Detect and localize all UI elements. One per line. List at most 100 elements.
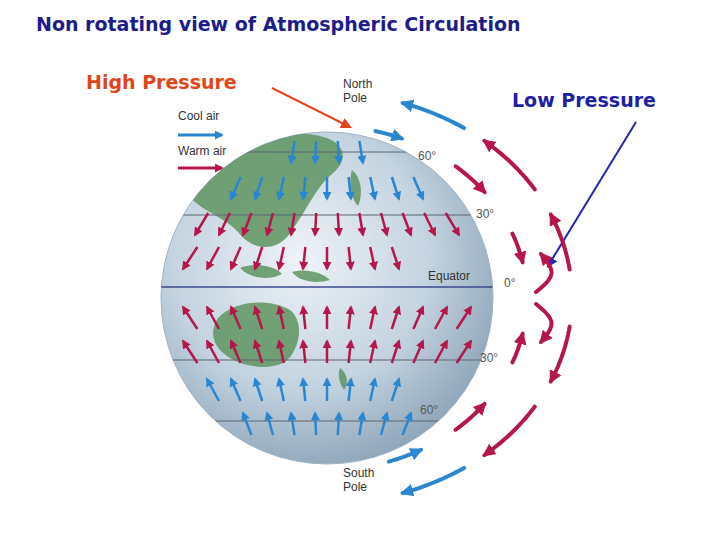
surface-wind-arrows — [183, 141, 471, 435]
wind-arrow — [315, 141, 316, 163]
latitude-label: 0° — [504, 277, 515, 291]
wind-arrow — [231, 177, 241, 199]
circulation-arrow — [403, 468, 464, 493]
circulation-arrow — [512, 334, 522, 363]
wind-arrow — [413, 341, 423, 363]
wind-arrow — [207, 379, 219, 401]
legend-arrow — [178, 167, 222, 170]
wind-arrow — [392, 341, 399, 363]
wind-arrow — [359, 141, 363, 163]
wind-arrow — [183, 307, 197, 329]
wind-arrow — [326, 341, 329, 363]
wind-arrow — [403, 213, 411, 235]
wind-arrow — [349, 177, 351, 199]
wind-arrow — [359, 413, 363, 435]
wind-arrow — [370, 341, 375, 363]
australia-land — [213, 302, 299, 367]
wind-arrow — [303, 341, 305, 363]
wind-arrow — [392, 307, 399, 329]
wind-arrow — [255, 177, 262, 199]
latitude-line — [150, 360, 510, 361]
wind-arrow — [267, 413, 273, 435]
equator-line — [150, 286, 510, 288]
latitude-line — [150, 421, 510, 422]
latitude-label: 30° — [480, 352, 498, 366]
wind-arrow — [279, 379, 284, 401]
circulation-arrow — [512, 234, 522, 263]
wind-arrow — [349, 307, 351, 329]
wind-arrow — [207, 247, 219, 269]
leader-line — [272, 88, 350, 127]
wind-arrow — [231, 247, 241, 269]
latitude-label: 60° — [420, 404, 438, 418]
wind-arrow — [370, 379, 375, 401]
circulation-arrow — [484, 141, 534, 189]
wind-arrow — [303, 307, 305, 329]
wind-arrow — [195, 213, 208, 235]
wind-arrow — [413, 177, 423, 199]
circulation-arrow — [456, 166, 485, 192]
latitude-label: 60° — [418, 150, 436, 164]
wind-arrow — [381, 213, 387, 235]
circulation-arrow — [389, 450, 421, 462]
wind-arrow — [219, 213, 230, 235]
circulation-arrow — [456, 404, 485, 430]
wind-arrow — [243, 213, 251, 235]
wind-arrow — [338, 213, 339, 235]
island-land — [240, 265, 282, 278]
wind-arrow — [267, 213, 273, 235]
wind-arrow — [207, 307, 219, 329]
wind-arrow — [370, 177, 375, 199]
wind-arrow — [303, 379, 305, 401]
circulation-arrow — [484, 407, 534, 455]
circulation-arrow — [536, 254, 552, 292]
circulation-arrow — [375, 131, 402, 138]
wind-arrow — [424, 213, 435, 235]
latitude-line — [150, 215, 510, 216]
wind-arrow — [326, 177, 329, 199]
circulation-arrow — [536, 304, 552, 342]
wind-arrow — [279, 307, 284, 329]
legend-label: Cool air — [178, 110, 219, 124]
wind-arrow — [291, 213, 295, 235]
wind-arrow — [231, 341, 241, 363]
asia-land — [175, 134, 343, 247]
wind-arrow — [392, 379, 399, 401]
wind-arrow — [349, 247, 351, 269]
wind-arrow — [231, 379, 241, 401]
wind-arrow — [359, 213, 363, 235]
leader-line — [548, 122, 636, 266]
wind-arrow — [392, 177, 399, 199]
wind-arrow — [392, 247, 399, 269]
wind-arrow — [231, 307, 241, 329]
wind-arrow — [183, 247, 197, 269]
legend-label: Warm air — [178, 145, 226, 159]
wind-arrow — [315, 213, 316, 235]
pressure-label: High Pressure — [86, 72, 237, 94]
wind-arrow — [381, 413, 387, 435]
circulation-arrow — [551, 327, 570, 382]
globe — [161, 132, 493, 464]
wind-arrow — [279, 177, 284, 199]
new-zealand-land — [339, 368, 347, 390]
wind-arrow — [291, 141, 295, 163]
pressure-label: Low Pressure — [512, 90, 656, 112]
circulation-arrows — [375, 103, 569, 493]
latitude-label: 30° — [476, 208, 494, 222]
wind-arrow — [435, 341, 447, 363]
wind-arrow — [291, 413, 295, 435]
wind-arrow — [446, 213, 459, 235]
wind-arrow — [243, 413, 251, 435]
wind-arrow — [338, 413, 339, 435]
circulation-arrow — [551, 215, 570, 270]
wind-arrow — [255, 247, 262, 269]
wind-arrow — [457, 307, 471, 329]
wind-arrow — [183, 341, 197, 363]
diagram-title: Non rotating view of Atmospheric Circula… — [36, 14, 521, 36]
wind-arrow — [303, 247, 305, 269]
latitude-lines — [150, 152, 510, 421]
pole-label: North Pole — [343, 78, 383, 106]
wind-arrow — [370, 247, 375, 269]
wind-arrow — [349, 341, 351, 363]
